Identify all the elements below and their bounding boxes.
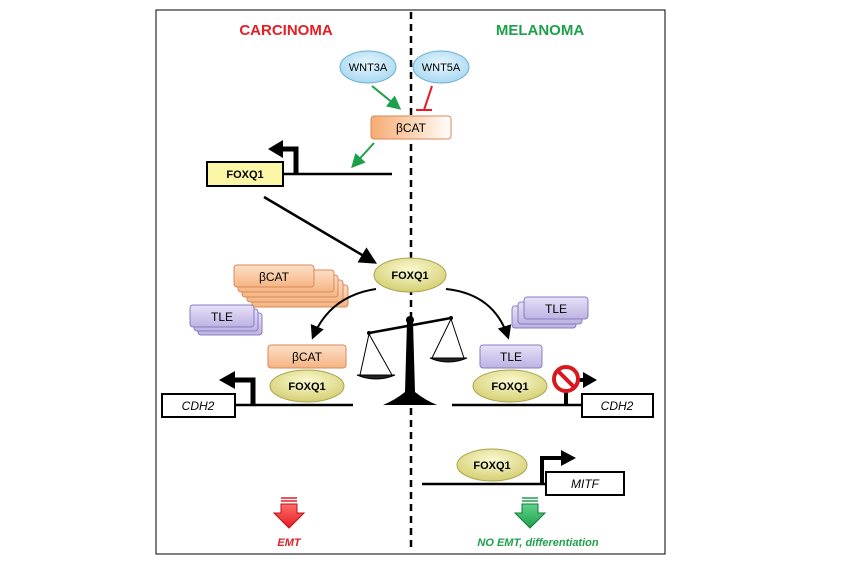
cdh2-right-gene: CDH2 (452, 372, 654, 418)
green-down-arrow-icon (513, 497, 547, 529)
wnt3a-activation-arrow (371, 85, 402, 110)
foxq1-right-node: FOXQ1 (472, 369, 548, 403)
foxq1-center-node: FOXQ1 (373, 257, 447, 293)
foxq1-gene-label: FOXQ1 (226, 169, 263, 181)
foxq1-left-label: FOXQ1 (288, 381, 325, 393)
red-down-arrow-icon (272, 497, 306, 529)
foxq1-right-label: FOXQ1 (491, 381, 528, 393)
mitf-gene: MITF (422, 450, 625, 496)
translation-arrow (263, 195, 378, 264)
tle-right-stack-label: TLE (545, 302, 567, 316)
bcat-bound-label: βCAT (292, 350, 323, 364)
balance-scale-icon (356, 316, 468, 405)
wnt5a-node: WNT5A (412, 50, 470, 84)
tle-bound-label: TLE (500, 350, 522, 364)
cdh2-left-label: CDH2 (182, 399, 215, 413)
foxq1-left-node: FOXQ1 (269, 369, 345, 403)
tle-right-stack: TLE (511, 296, 589, 329)
cdh2-right-label: CDH2 (601, 399, 634, 413)
tle-bound-node: TLE (479, 344, 543, 369)
cdh2-left-gene: CDH2 (161, 371, 353, 418)
branch-arrow-right (445, 288, 512, 340)
foxq1-center-label: FOXQ1 (391, 270, 428, 282)
bcat-activation-arrow (351, 142, 375, 169)
melanoma-header: MELANOMA (496, 22, 584, 39)
wnt3a-label: WNT3A (349, 62, 388, 74)
bcat-stack-label: βCAT (259, 270, 290, 284)
bcat-top-node: βCAT (370, 115, 452, 140)
foxq1-gene: FOXQ1 (206, 140, 392, 187)
tle-left-stack-label: TLE (211, 310, 233, 324)
bcat-stack: βCAT (233, 264, 349, 308)
outcome-left-label: EMT (277, 537, 302, 549)
carcinoma-header: CARCINOMA (239, 22, 332, 39)
foxq1-mitf-label: FOXQ1 (473, 460, 510, 472)
bcat-bound-node: βCAT (267, 344, 347, 369)
prohibition-icon (552, 365, 580, 393)
wnt5a-inhibition (416, 85, 433, 111)
outcome-right-label: NO EMT, differentiation (477, 537, 598, 549)
branch-arrow-left (310, 288, 377, 340)
foxq1-mitf-node: FOXQ1 (456, 448, 528, 482)
mitf-label: MITF (571, 477, 600, 491)
tle-left-stack: TLE (189, 304, 263, 336)
bcat-top-label: βCAT (396, 121, 427, 135)
wnt3a-node: WNT3A (339, 50, 397, 84)
wnt5a-label: WNT5A (422, 62, 461, 74)
